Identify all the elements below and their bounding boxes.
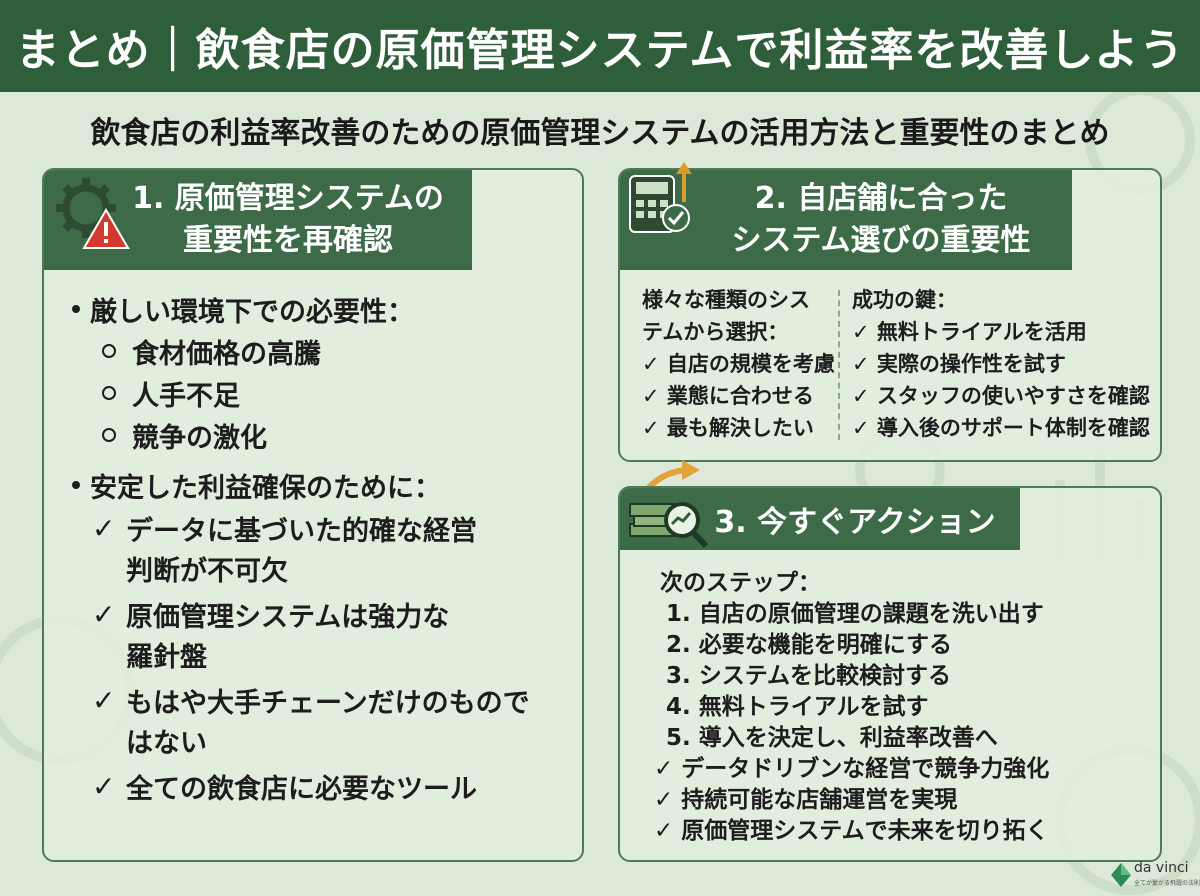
check-icon: ✓ [92, 512, 116, 545]
card1-banner: 1. 原価管理システムの 重要性を再確認 [44, 170, 472, 270]
outcome-item: ✓ 持続可能な店舗運営を実現 [654, 787, 958, 813]
card1-body: 厳しい環境下での必要性： 食材価格の高騰 人手不足 競争の激化 安定した利益確保… [72, 288, 572, 810]
list-item: ✓ 最も解決したい [642, 416, 814, 440]
money-chart-icon [629, 502, 709, 549]
circle-bullet-icon [102, 428, 116, 442]
list-item: ✓ 導入後のサポート体制を確認 [852, 416, 1150, 440]
circle-bullet-icon [102, 344, 116, 358]
page-header: まとめ｜飲食店の原価管理システムで利益率を改善しよう [0, 0, 1200, 92]
card2-right-column: 成功の鍵： ✓ 無料トライアルを活用 ✓ 実際の操作性を試す ✓ スタッフの使い… [852, 284, 1150, 444]
card2-banner: 2. 自店舗に合った システム選びの重要性 [620, 170, 1072, 270]
outcome-item: ✓ データドリブンな経営で競争力強化 [654, 756, 1050, 782]
list-item: ✓ 無料トライアルを活用 [852, 320, 1087, 344]
step-item: 2. 必要な機能を明確にする [666, 632, 952, 658]
card-system-selection: 2. 自店舗に合った システム選びの重要性 様々な種類のシス テムから選択： ✓… [618, 162, 1162, 462]
bullet-dot [72, 481, 80, 489]
card2-title-line1: 2. 自店舗に合った [754, 181, 1008, 216]
list-item: ✓ 自店の規模を考慮 [642, 352, 835, 376]
step-item: 5. 導入を決定し、利益率改善へ [666, 725, 998, 751]
card2-title-line2: システム選びの重要性 [731, 223, 1031, 258]
bullet-item: 安定した利益確保のために： [72, 464, 572, 506]
card-action: 3. 今すぐアクション 次のステップ： 1. 自店の原価管理の課題を洗い出す 2… [618, 486, 1162, 862]
card-importance: 1. 原価管理システムの 重要性を再確認 厳しい環境下での必要性： 食材価格の高… [42, 168, 584, 862]
gear-warning-icon [56, 178, 130, 249]
sub-item: 人手不足 [72, 372, 572, 414]
card1-title-line1: 1. 原価管理システムの [132, 181, 444, 216]
card1-title-line2: 重要性を再確認 [182, 223, 393, 258]
sub-item: 競争の激化 [72, 414, 572, 456]
brand-name: da vinci [1134, 860, 1189, 876]
step-item: 1. 自店の原価管理の課題を洗い出す [666, 601, 1044, 627]
check-item: ✓原価管理システムは強力な羅針盤 [72, 598, 572, 678]
diamond-logo-icon [1111, 863, 1131, 887]
list-item: ✓ スタッフの使いやすさを確認 [852, 384, 1150, 408]
calculator-check-icon [629, 162, 692, 233]
check-icon: ✓ [92, 684, 116, 717]
bullet-item: 厳しい環境下での必要性： [72, 288, 572, 330]
card2-body: 様々な種類のシス テムから選択： ✓ 自店の規模を考慮 ✓ 業態に合わせる ✓ … [642, 284, 1150, 444]
check-icon: ✓ [92, 770, 116, 803]
list-item: ✓ 業態に合わせる [642, 384, 814, 408]
brand-tagline: 全てが繋がる飛躍の法則 [1134, 880, 1200, 887]
check-icon: ✓ [92, 598, 116, 631]
check-item: ✓全ての飲食店に必要なツール [72, 770, 572, 810]
check-item: ✓もはや大手チェーンだけのものではない [72, 684, 572, 764]
card2-left-column: 様々な種類のシス テムから選択： ✓ 自店の規模を考慮 ✓ 業態に合わせる ✓ … [642, 284, 835, 444]
bullet-dot [72, 305, 80, 313]
sub-item: 食材価格の高騰 [72, 330, 572, 372]
list-item: ✓ 実際の操作性を試す [852, 352, 1066, 376]
outcome-item: ✓ 原価管理システムで未来を切り拓く [654, 818, 1049, 844]
step-item: 4. 無料トライアルを試す [666, 694, 929, 720]
page-subtitle: 飲食店の利益率改善のための原価管理システムの活用方法と重要性のまとめ [90, 116, 1110, 151]
brand-logo: da vinci 全てが繋がる飛躍の法則 [1108, 860, 1200, 892]
card3-title: 3. 今すぐアクション [714, 505, 996, 540]
steps-heading: 次のステップ： [660, 570, 821, 596]
page-title: まとめ｜飲食店の原価管理システムで利益率を改善しよう [15, 25, 1185, 76]
check-item: ✓データに基づいた的確な経営判断が不可欠 [72, 512, 572, 592]
step-item: 3. システムを比較検討する [666, 663, 952, 689]
card3-body: 次のステップ： 1. 自店の原価管理の課題を洗い出す 2. 必要な機能を明確にす… [654, 568, 1140, 847]
circle-bullet-icon [102, 386, 116, 400]
dashed-divider [838, 290, 840, 440]
